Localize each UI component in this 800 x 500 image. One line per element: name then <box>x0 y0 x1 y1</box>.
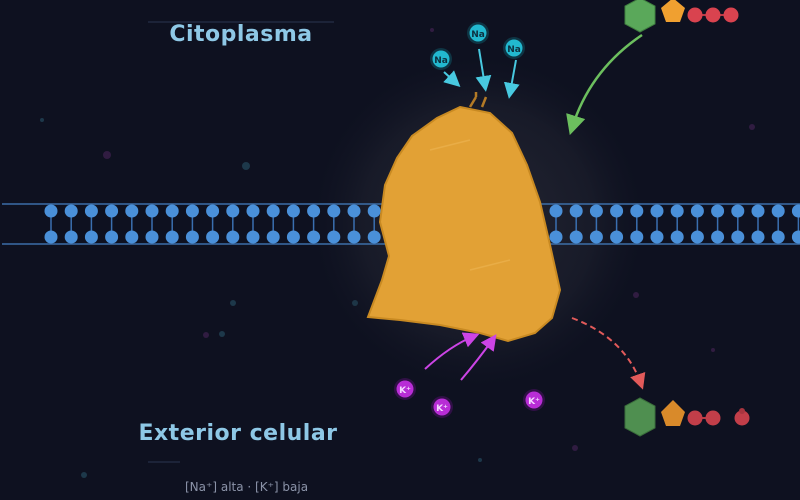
lipid-head <box>206 204 220 218</box>
lipid-head <box>145 204 159 218</box>
lipid-head <box>266 230 280 244</box>
sodium-ion-label: Na <box>471 30 485 40</box>
atp-arrow <box>566 33 643 136</box>
sodium-ion-3: Na <box>503 37 525 59</box>
lipid-head <box>165 230 179 244</box>
lipid-head <box>307 230 321 244</box>
lipid-head <box>105 204 119 218</box>
cytoplasm-label: Citoplasma <box>169 22 313 47</box>
lipid-head <box>185 204 199 218</box>
sodium-potassium-pump <box>366 92 562 343</box>
lipid-head <box>650 230 664 244</box>
lipid-head <box>327 230 341 244</box>
lipid-head <box>711 204 725 218</box>
adp-molecule <box>624 397 721 437</box>
phosphate-group <box>734 408 750 426</box>
lipid-head <box>84 204 98 218</box>
lipid-head <box>125 204 139 218</box>
lipid-head <box>630 230 644 244</box>
lipid-head <box>751 204 765 218</box>
sodium-arrows <box>443 48 520 99</box>
lipid-head <box>125 230 139 244</box>
lipid-head <box>690 204 704 218</box>
lipid-head <box>246 230 260 244</box>
lipid-head <box>185 230 199 244</box>
background-dots <box>103 28 755 451</box>
exterior-label: Exterior celular <box>138 421 338 446</box>
sodium-ion-label: Na <box>434 56 448 66</box>
lipid-head <box>206 230 220 244</box>
potassium-ion-label: K⁺ <box>436 404 448 414</box>
lipid-head <box>165 204 179 218</box>
lipid-head <box>105 230 119 244</box>
potassium-ion-1: K⁺ <box>394 378 416 400</box>
lipid-head <box>711 230 725 244</box>
lipid-head <box>569 204 583 218</box>
lipid-head <box>771 230 785 244</box>
atp-molecule <box>624 0 739 33</box>
lipid-head <box>569 230 583 244</box>
lipid-head <box>84 230 98 244</box>
lipid-head <box>549 204 563 218</box>
lipid-head <box>367 230 381 244</box>
potassium-ion-2: K⁺ <box>431 396 453 418</box>
lipid-head <box>791 230 800 244</box>
lipid-head <box>731 230 745 244</box>
lipid-head <box>64 204 78 218</box>
potassium-arrows <box>424 332 497 381</box>
potassium-ion-label: K⁺ <box>399 386 411 396</box>
lipid-head <box>731 204 745 218</box>
lipid-head <box>791 204 800 218</box>
sodium-ion-2: Na <box>467 22 489 44</box>
lipid-head <box>589 204 603 218</box>
lipid-head <box>44 230 58 244</box>
potassium-ion-label: K⁺ <box>528 397 540 407</box>
lipid-head <box>226 230 240 244</box>
lipid-head <box>630 204 644 218</box>
lipid-head <box>226 204 240 218</box>
potassium-ion-3: K⁺ <box>523 389 545 411</box>
lipid-head <box>650 204 664 218</box>
sodium-ion-1: Na <box>430 48 452 70</box>
concentration-separator: · <box>243 480 256 494</box>
lipid-head <box>771 204 785 218</box>
lipid-head <box>44 204 58 218</box>
lipid-head <box>751 230 765 244</box>
lipid-head <box>589 230 603 244</box>
lipid-head <box>266 204 280 218</box>
lipid-head <box>670 230 684 244</box>
lipid-head <box>327 204 341 218</box>
lipid-head <box>690 230 704 244</box>
concentration-note: [Na⁺] alta · [K⁺] baja <box>185 480 308 494</box>
lipid-head <box>347 230 361 244</box>
potassium-concentration: [K⁺] baja <box>255 480 309 494</box>
lipid-head <box>610 204 624 218</box>
lipid-head <box>307 204 321 218</box>
sodium-ion-label: Na <box>507 45 521 55</box>
lipid-head <box>246 204 260 218</box>
sodium-concentration: [Na⁺] alta <box>185 480 244 494</box>
lipid-head <box>670 204 684 218</box>
lipid-head <box>610 230 624 244</box>
lipid-head <box>549 230 563 244</box>
lipid-head <box>286 230 300 244</box>
lipid-head <box>145 230 159 244</box>
adp-arrow <box>571 317 646 390</box>
lipid-head <box>64 230 78 244</box>
lipid-head <box>347 204 361 218</box>
lipid-head <box>367 204 381 218</box>
lipid-head <box>286 204 300 218</box>
